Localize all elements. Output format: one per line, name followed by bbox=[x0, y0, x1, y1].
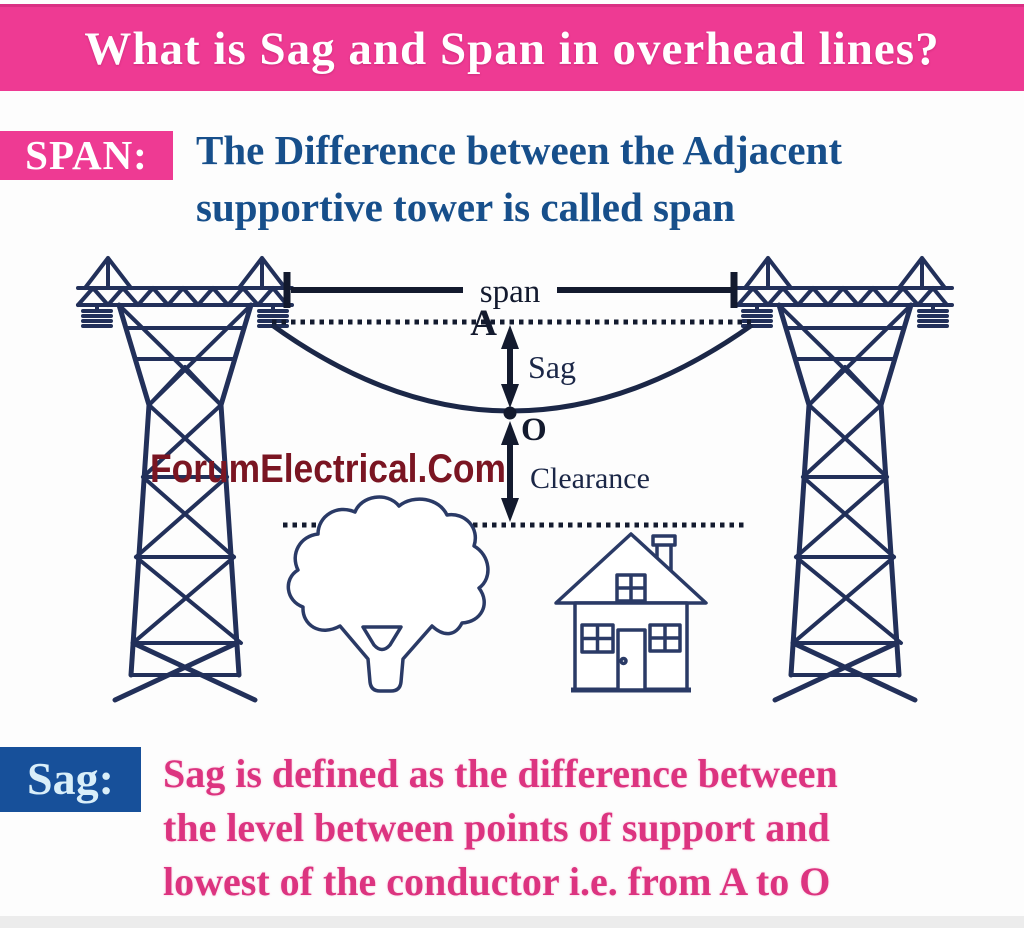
watermark-text: ForumElectrical.Com bbox=[150, 447, 506, 491]
sag-badge: Sag: bbox=[0, 747, 141, 812]
span-label: span bbox=[480, 274, 541, 310]
page-title: What is Sag and Span in overhead lines? bbox=[84, 23, 940, 75]
sag-label: Sag bbox=[528, 349, 576, 385]
house-chimney-cap bbox=[651, 534, 677, 547]
clearance-label: Clearance bbox=[530, 462, 650, 495]
sag-arrow bbox=[501, 325, 519, 420]
span-definition: The Difference between the Adjacent supp… bbox=[196, 122, 986, 236]
transmission-tower-right bbox=[738, 258, 952, 700]
house-door-knob bbox=[619, 656, 628, 666]
sag-span-diagram: span A Sag O Clearance ForumElectrical.C… bbox=[0, 245, 1024, 705]
span-badge: SPAN: bbox=[0, 131, 173, 180]
sag-definition-line2: the level between points of support and bbox=[163, 805, 830, 850]
sag-definition: Sag is defined as the difference between… bbox=[163, 747, 1003, 909]
span-definition-line2: supportive tower is called span bbox=[196, 184, 736, 230]
tree-drawing bbox=[286, 495, 490, 693]
sag-definition-line1: Sag is defined as the difference between bbox=[163, 751, 838, 796]
clearance-arrow bbox=[501, 421, 519, 522]
header-bar: What is Sag and Span in overhead lines? bbox=[0, 4, 1024, 91]
span-measure bbox=[283, 272, 738, 308]
point-o-label: O bbox=[521, 412, 547, 448]
point-a-label: A bbox=[470, 303, 497, 344]
sag-definition-line3: lowest of the conductor i.e. from A to O bbox=[163, 859, 831, 904]
bottom-edge-strip bbox=[0, 916, 1024, 928]
span-definition-line1: The Difference between the Adjacent bbox=[196, 127, 842, 173]
tree-canopy-trunk bbox=[286, 495, 490, 693]
house-drawing bbox=[554, 532, 708, 693]
tree-inner-notch bbox=[361, 625, 403, 652]
